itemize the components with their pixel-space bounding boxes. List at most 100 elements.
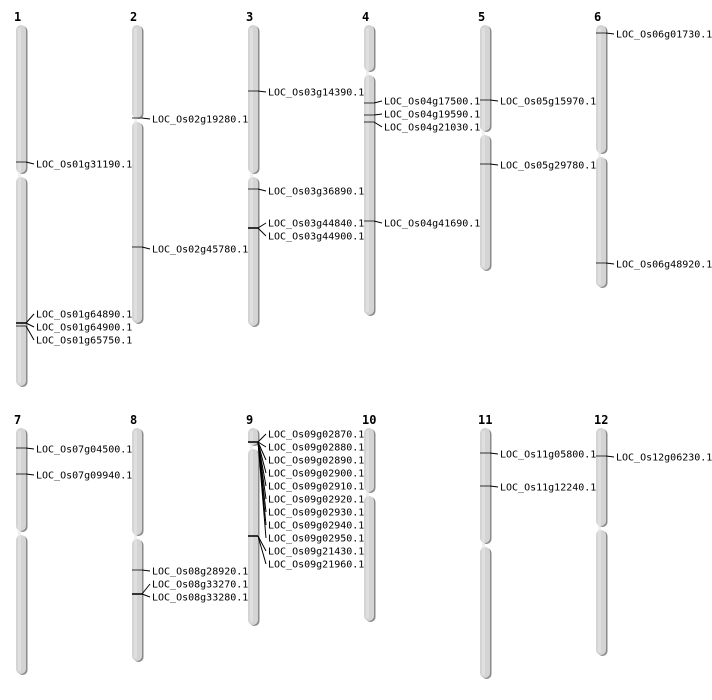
gene-label: LOC_Os06g48920.1 [616,260,712,271]
chromosome-highlight [250,431,253,622]
gene-label: LOC_Os02g19280.1 [152,115,248,126]
gene-label: LOC_Os01g31190.1 [36,160,132,171]
gene-label: LOC_Os05g15970.1 [500,97,596,108]
gene-label: LOC_Os03g36890.1 [268,187,364,198]
gene-label: LOC_Os04g19590.1 [384,110,480,121]
gene-connector [489,485,499,488]
gene-connector [605,262,615,265]
chromosome-highlight [482,28,485,267]
chromosome-4: 4LOC_Os04g17500.1LOC_Os04g19590.1LOC_Os0… [362,10,480,316]
gene-label: LOC_Os08g33280.1 [152,593,248,604]
gene-connector [489,163,499,166]
gene-connector [373,220,383,224]
gene-label: LOC_Os05g29780.1 [500,161,596,172]
gene-connector [25,447,35,450]
chromosome-number: 11 [478,413,492,427]
chromosome-3: 3LOC_Os03g14390.1LOC_Os03g36890.1LOC_Os0… [246,10,364,327]
gene-label: LOC_Os12g06230.1 [616,453,712,464]
gene-label: LOC_Os01g64890.1 [36,310,132,321]
chromosome-number: 7 [14,413,21,427]
gene-connector [257,441,267,448]
chromosome-number: 12 [594,413,608,427]
gene-connector [257,227,267,237]
gene-label: LOC_Os08g33270.1 [152,580,248,591]
chromosome-highlight [18,431,21,671]
gene-label: LOC_Os09g02950.1 [268,534,364,545]
chromosome-number: 1 [14,10,21,24]
gene-label: LOC_Os04g21030.1 [384,123,480,134]
gene-label: LOC_Os09g02910.1 [268,482,364,493]
gene-label: LOC_Os03g44840.1 [268,219,364,230]
gene-label: LOC_Os09g21430.1 [268,547,364,558]
gene-connector [25,473,35,476]
chromosome-highlight [366,28,369,312]
gene-connector [373,100,383,104]
chromosome-highlight [250,28,253,323]
gene-label: LOC_Os08g28920.1 [152,567,248,578]
gene-label: LOC_Os11g12240.1 [500,483,596,494]
gene-connector [257,222,267,229]
gene-label: LOC_Os07g04500.1 [36,445,132,456]
chromosome-number: 4 [362,10,369,24]
gene-connector [373,121,383,128]
gene-label: LOC_Os03g14390.1 [268,88,364,99]
gene-label: LOC_Os09g02890.1 [268,456,364,467]
gene-connector [257,441,267,539]
gene-label: LOC_Os02g45780.1 [152,245,248,256]
gene-connector [25,322,35,328]
gene-label: LOC_Os09g02920.1 [268,495,364,506]
chromosome-number: 6 [594,10,601,24]
gene-connector [141,117,151,120]
chromosome-highlight [18,28,21,383]
gene-connector [141,583,151,595]
chromosome-highlight [482,431,485,675]
chromosome-number: 2 [130,10,137,24]
gene-label: LOC_Os01g65750.1 [36,336,132,347]
gene-connector [373,113,383,116]
chromosome-9: 9LOC_Os09g02870.1LOC_Os09g02880.1LOC_Os0… [246,413,364,626]
gene-connector [605,32,615,35]
gene-connector [25,325,35,341]
gene-connector [25,313,35,324]
chromosome-highlight [134,28,137,320]
gene-label: LOC_Os06g01730.1 [616,30,712,41]
chromosome-number: 3 [246,10,253,24]
gene-label: LOC_Os09g02940.1 [268,521,364,532]
gene-connector [605,455,615,458]
chromosome-8: 8LOC_Os08g28920.1LOC_Os08g33270.1LOC_Os0… [130,413,248,662]
gene-connector [257,188,267,192]
chromosome-number: 8 [130,413,137,427]
gene-label: LOC_Os03g44900.1 [268,232,364,243]
chromosome-10: 10 [362,413,376,622]
gene-connector [257,433,267,443]
gene-label: LOC_Os09g21960.1 [268,560,364,571]
chromosome-number: 9 [246,413,253,427]
gene-label: LOC_Os11g05800.1 [500,450,596,461]
chromosome-highlight [134,431,137,658]
gene-label: LOC_Os01g64900.1 [36,323,132,334]
chromosome-highlight [598,431,601,652]
gene-connector [141,569,151,572]
gene-connector [141,593,151,598]
chromosome-highlight [366,431,369,618]
chromosome-number: 5 [478,10,485,24]
gene-connector [257,90,267,93]
gene-connector [257,441,267,461]
gene-label: LOC_Os07g09940.1 [36,471,132,482]
gene-connector [257,535,267,565]
gene-connector [25,161,35,165]
gene-connector [257,535,267,552]
gene-connector [489,452,499,455]
gene-label: LOC_Os09g02900.1 [268,469,364,480]
chromosome-1: 1LOC_Os01g31190.1LOC_Os01g64890.1LOC_Os0… [14,10,132,387]
gene-connector [141,246,151,250]
gene-label: LOC_Os04g17500.1 [384,97,480,108]
gene-label: LOC_Os09g02870.1 [268,430,364,441]
gene-label: LOC_Os09g02930.1 [268,508,364,519]
